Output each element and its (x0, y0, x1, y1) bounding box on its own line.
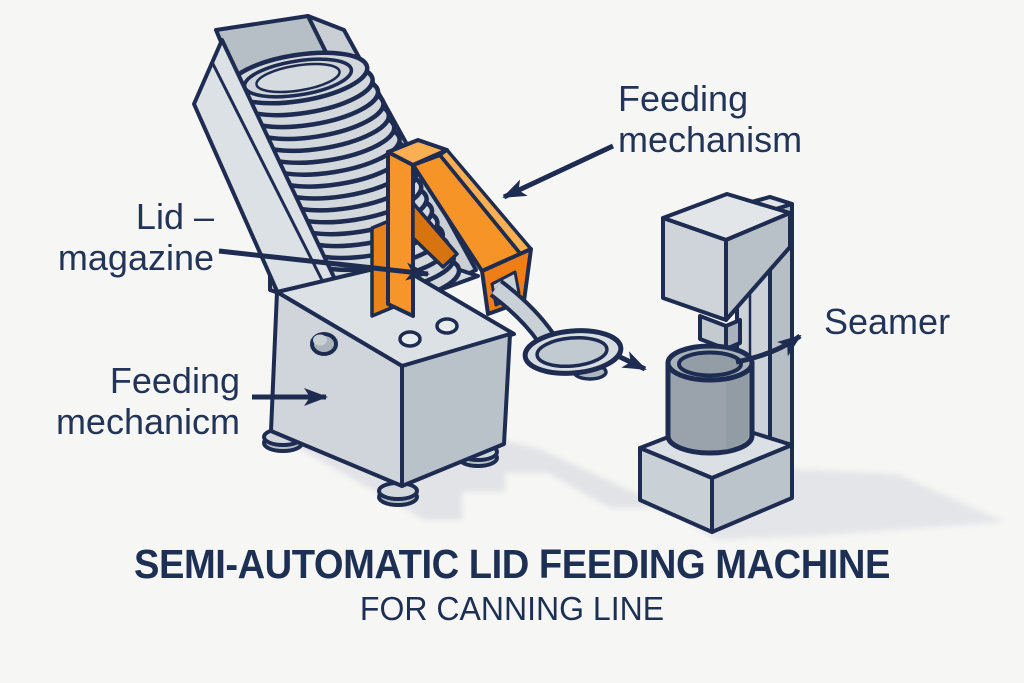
seamer-machine (638, 192, 794, 534)
arm-front-leg (386, 150, 415, 318)
label-line: Feeding (109, 360, 240, 401)
arrow-lid-magazine (218, 248, 430, 281)
seamer-punch-right (724, 318, 742, 351)
arrow-feeding-mechanism-top (502, 143, 615, 200)
label-line: Lid – (135, 196, 214, 237)
arm-notch-inner (411, 201, 459, 269)
label-feeding-mechanicm: Feeding mechanicm (48, 360, 240, 442)
seamer-head-front (661, 216, 728, 322)
machine-cabinet (262, 262, 516, 507)
label-line: mechanism (618, 118, 803, 160)
arrow-seamer (735, 333, 802, 365)
can (665, 343, 755, 456)
cabinet-knob (310, 332, 338, 356)
leader-arrows (218, 143, 802, 406)
label-line: mechanicm (55, 400, 240, 442)
seamer-base-right (710, 443, 794, 534)
label-line: Feeding (618, 78, 749, 119)
can-opening (677, 350, 743, 378)
label-seamer: Seamer (824, 301, 951, 343)
label-feeding-mechanism-top: Feeding mechanism (618, 78, 803, 160)
panel-button-1 (398, 330, 422, 348)
can-body-shade (726, 368, 748, 450)
label-lid-magazine: Lid – magazine (38, 196, 214, 278)
page-title: SEMI-AUTOMATIC LID FEEDING MACHINE (134, 541, 890, 587)
arrow-lid-to-can (618, 351, 647, 372)
lid-delivery-arm (489, 279, 624, 381)
label-line: magazine (57, 236, 214, 278)
cabinet-right-face (400, 332, 512, 488)
lid-holder-ring-inner (535, 335, 609, 369)
top-lid-inner-ring (255, 62, 341, 94)
panel-button-2 (435, 317, 459, 335)
page-subtitle: FOR CANNING LINE (359, 590, 665, 627)
label-line: Seamer (824, 301, 951, 342)
